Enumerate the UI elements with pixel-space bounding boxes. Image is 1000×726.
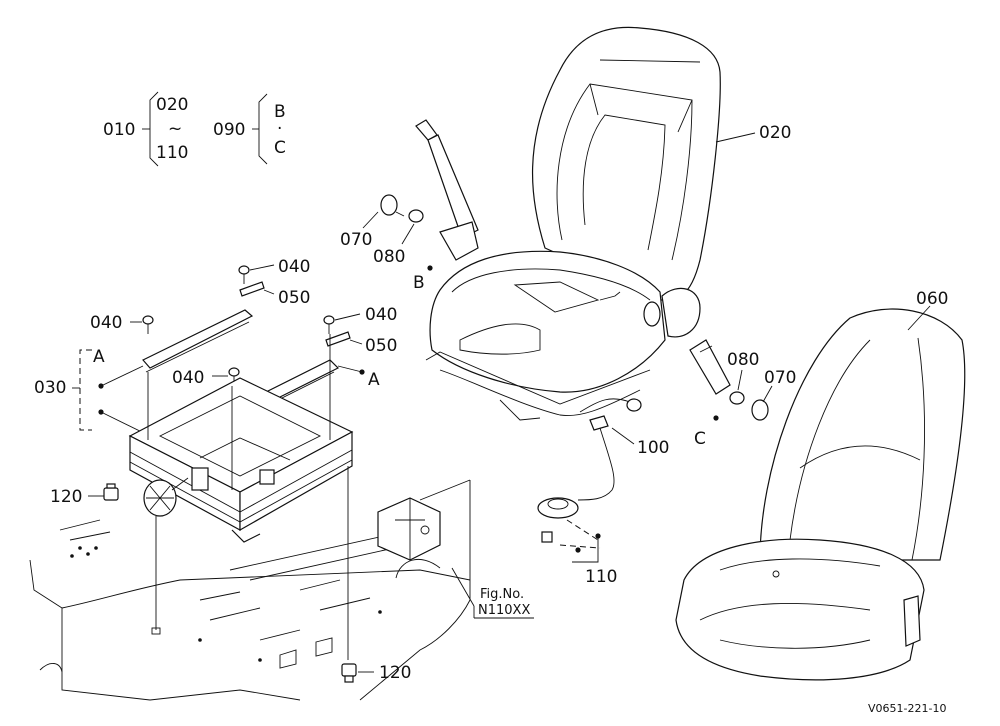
seat-switch-110: [537, 497, 579, 543]
callout-050-top: 050: [278, 288, 310, 308]
legend-010: 010 020 ~ 110: [103, 91, 188, 167]
harness-100: [577, 398, 642, 501]
seat-belt-c: [689, 339, 769, 421]
legend-090: 090 B · C: [213, 93, 286, 165]
ref-a-left: A: [93, 347, 105, 367]
callout-120-left: 120: [50, 487, 82, 507]
legend-090-sep: ·: [277, 119, 282, 139]
callout-040-left: 040: [90, 313, 122, 333]
bolt-120-left: [103, 483, 119, 501]
callout-040-top: 040: [278, 257, 310, 277]
seat-cover-060: [675, 308, 966, 681]
callout-110: 110: [585, 567, 617, 587]
legend-090-bottom: C: [274, 138, 286, 158]
callout-040-mid: 040: [172, 368, 204, 388]
callout-060: 060: [916, 289, 948, 309]
callout-080-right: 080: [727, 350, 759, 370]
ref-c: C: [694, 429, 706, 449]
seat-assembly-020: [425, 26, 721, 421]
callout-020: 020: [759, 123, 791, 143]
weight-adjust-knob: [143, 477, 189, 517]
callout-050-right: 050: [365, 336, 397, 356]
floor-platform: [29, 479, 471, 701]
ref-a-right: A: [368, 370, 380, 390]
bolt-040-right: [323, 315, 335, 334]
legend-010-range-bottom: 110: [156, 143, 188, 163]
ref-b: B: [413, 273, 425, 293]
callout-030: 030: [34, 378, 66, 398]
seat-belt-b: [380, 119, 479, 261]
callout-070-right: 070: [764, 368, 796, 388]
rail-left: [142, 309, 254, 373]
support-bracket: [377, 497, 441, 579]
legend-010-range-top: 020: [156, 95, 188, 115]
legend-010-id: 010: [103, 120, 135, 140]
bolt-040-top: [238, 265, 250, 284]
callout-100: 100: [637, 438, 669, 458]
fig-ref-label: Fig.No.: [480, 587, 524, 602]
bolt-120-bottom: [341, 663, 357, 683]
legend-090-top: B: [274, 102, 286, 122]
fig-ref-number: N110XX: [478, 603, 530, 618]
callout-080-left: 080: [373, 247, 405, 267]
bolt-040-left: [142, 315, 154, 334]
callout-070-left: 070: [340, 230, 372, 250]
bracket-050-top: [239, 281, 265, 297]
drawing-code: V0651-221-10: [868, 702, 946, 715]
legend-090-id: 090: [213, 120, 245, 140]
callout-040-right: 040: [365, 305, 397, 325]
legend-010-range-sep: ~: [168, 119, 182, 139]
bracket-050-right: [325, 331, 351, 347]
callout-120-bottom: 120: [379, 663, 411, 683]
seat-suspension-030: [128, 377, 354, 543]
